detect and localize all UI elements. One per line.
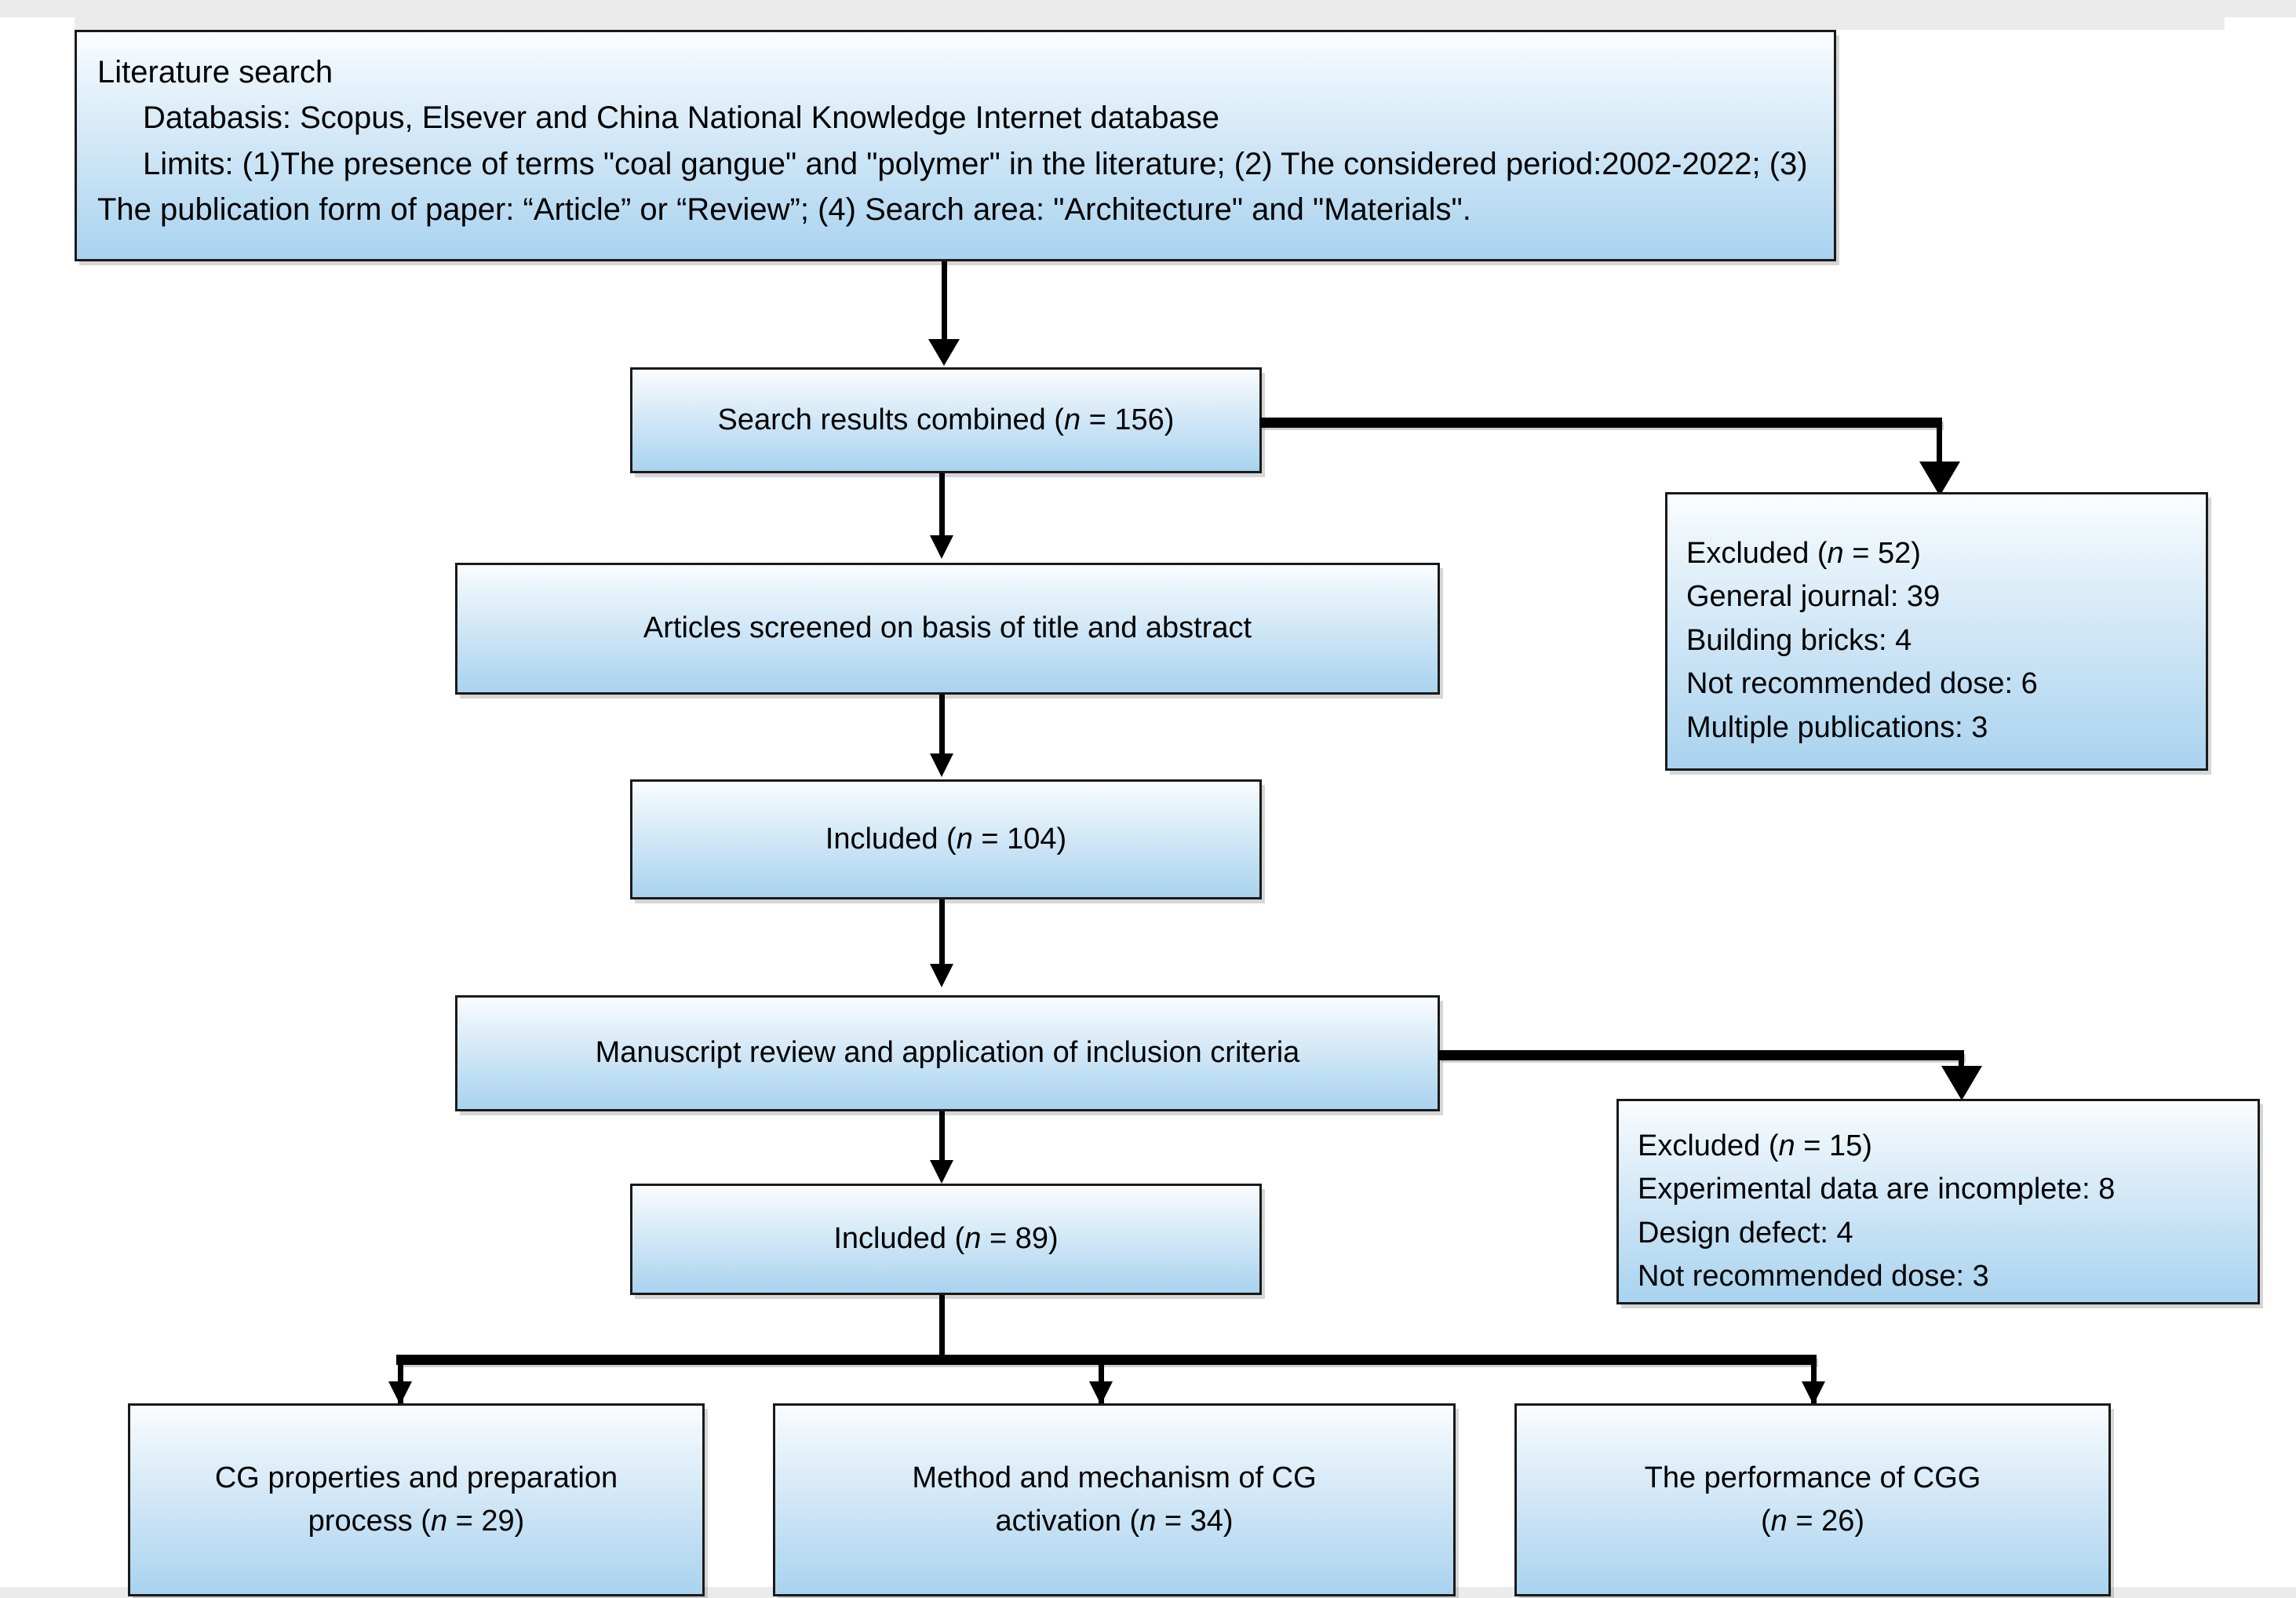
outcome-2-line-2: activation (n = 34)	[789, 1500, 1439, 1543]
manuscript-review-text: Manuscript review and application of inc…	[595, 1036, 1300, 1070]
arrowhead-included-104-to-manuscript-review	[930, 964, 953, 987]
excluded-15-reason-not-recommended-dose: Not recommended dose: 3	[1638, 1260, 1989, 1293]
included-104-text-after: = 104)	[972, 822, 1067, 856]
connector-search-results-to-excluded1-vertical	[1937, 422, 1942, 477]
connector-search-results-to-articles-screened	[939, 473, 945, 540]
excluded-52-heading-before: Excluded (	[1686, 537, 1828, 570]
connector-literature-to-search-results	[942, 261, 947, 344]
node-outcome-cg-properties: CG properties and preparation process (n…	[128, 1403, 705, 1596]
arrowhead-search-results-to-articles-screened	[930, 535, 953, 559]
node-manuscript-review: Manuscript review and application of inc…	[455, 995, 1440, 1111]
node-included-89: Included (n = 89)	[630, 1184, 1262, 1295]
arrowhead-outcome-3	[1802, 1381, 1825, 1405]
arrowhead-literature-to-search-results	[928, 339, 960, 366]
connector-manuscript-review-to-excluded2-horizontal	[1438, 1050, 1964, 1060]
literature-search-line-1: Literature search	[97, 55, 333, 89]
outcome-3-line2-before: (	[1760, 1505, 1771, 1538]
excluded-15-heading-before: Excluded (	[1638, 1129, 1779, 1162]
node-literature-search: Literature search Databasis: Scopus, Els…	[75, 30, 1836, 261]
excluded-15-heading: Excluded (n = 15)	[1638, 1125, 2239, 1168]
node-search-results-combined: Search results combined (n = 156)	[630, 367, 1262, 473]
arrowhead-search-results-to-excluded1	[1919, 462, 1960, 496]
node-outcome-cgg-performance: The performance of CGG (n = 26)	[1514, 1403, 2111, 1596]
literature-search-line-3: Limits: (1)The presence of terms "coal g…	[97, 146, 1816, 228]
excluded-52-italic-n: n	[1827, 537, 1844, 570]
excluded-52-reason-not-recommended-dose: Not recommended dose: 6	[1686, 667, 2038, 701]
outcome-2-line2-before: activation (	[995, 1505, 1140, 1538]
outcome-1-line2-before: process (	[308, 1505, 431, 1538]
connector-search-results-to-excluded1-horizontal	[1259, 418, 1942, 428]
connector-outcome-bus-horizontal	[396, 1355, 1817, 1365]
outcome-1-italic-n: n	[430, 1505, 448, 1538]
node-included-104: Included (n = 104)	[630, 779, 1262, 899]
connector-included-89-stem	[939, 1295, 945, 1359]
outcome-1-line-1: CG properties and preparation	[214, 1461, 618, 1494]
outcome-2-line2-after: = 34)	[1156, 1505, 1234, 1538]
excluded-52-heading-after: = 52)	[1843, 537, 1921, 570]
excluded-15-heading-after: = 15)	[1795, 1129, 1872, 1162]
arrowhead-outcome-2	[1089, 1381, 1113, 1405]
node-excluded-15: Excluded (n = 15) Experimental data are …	[1616, 1099, 2260, 1304]
arrowhead-articles-screened-to-included-104	[930, 753, 953, 777]
outcome-2-line-1: Method and mechanism of CG	[912, 1461, 1317, 1494]
literature-search-line-2: Databasis: Scopus, Elsever and China Nat…	[143, 100, 1219, 136]
outcome-3-line-2: (n = 26)	[1531, 1500, 2094, 1543]
excluded-52-reason-building-bricks: Building bricks: 4	[1686, 623, 1912, 657]
arrowhead-outcome-1	[388, 1381, 412, 1405]
outcome-3-line-1: The performance of CGG	[1644, 1461, 1981, 1494]
connector-included-104-to-manuscript-review	[939, 899, 945, 970]
outcome-1-line2-after: = 29)	[447, 1505, 525, 1538]
outcome-1-line-2: process (n = 29)	[144, 1500, 688, 1543]
arrowhead-manuscript-review-to-excluded2	[1941, 1066, 1982, 1100]
node-outcome-cg-activation: Method and mechanism of CG activation (n…	[773, 1403, 1456, 1596]
excluded-15-reason-experimental-data: Experimental data are incomplete: 8	[1638, 1173, 2116, 1206]
excluded-15-italic-n: n	[1778, 1129, 1795, 1162]
included-104-text-before: Included (	[825, 822, 957, 856]
included-104-italic-n: n	[956, 822, 973, 856]
page-band-top	[0, 0, 2296, 17]
search-results-text-after: = 156)	[1081, 403, 1175, 436]
excluded-52-reason-multiple-publications: Multiple publications: 3	[1686, 710, 1988, 744]
articles-screened-text: Articles screened on basis of title and …	[643, 611, 1252, 645]
outcome-3-line2-after: = 26)	[1787, 1505, 1865, 1538]
included-89-text-before: Included (	[833, 1222, 965, 1256]
included-89-italic-n: n	[964, 1222, 982, 1256]
included-89-text-after: = 89)	[981, 1222, 1059, 1256]
node-excluded-52: Excluded (n = 52) General journal: 39 Bu…	[1665, 492, 2208, 771]
arrowhead-manuscript-review-to-included-89	[930, 1160, 953, 1184]
excluded-52-heading: Excluded (n = 52)	[1686, 532, 2187, 575]
outcome-2-italic-n: n	[1139, 1505, 1157, 1538]
search-results-italic-n: n	[1063, 403, 1081, 436]
node-articles-screened: Articles screened on basis of title and …	[455, 563, 1440, 695]
connector-manuscript-review-to-included-89	[939, 1111, 945, 1166]
page-band-strip	[75, 17, 2225, 30]
excluded-15-reason-design-defect: Design defect: 4	[1638, 1216, 1853, 1250]
excluded-52-reason-general-journal: General journal: 39	[1686, 580, 1941, 614]
outcome-3-italic-n: n	[1770, 1505, 1788, 1538]
connector-articles-screened-to-included-104	[939, 695, 945, 759]
search-results-text-before: Search results combined (	[717, 403, 1064, 436]
